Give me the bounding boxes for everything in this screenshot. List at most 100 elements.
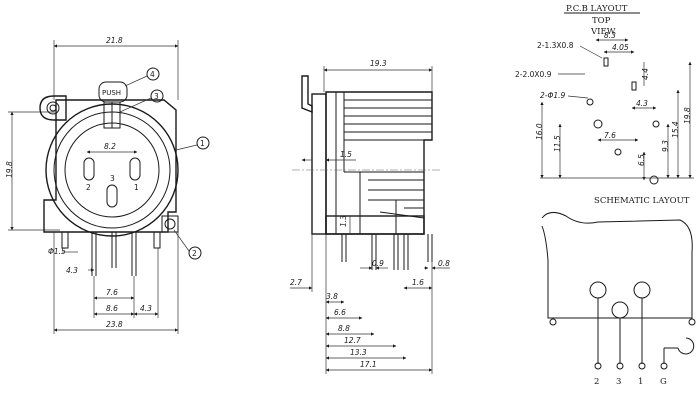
front-height-label: 19.8 <box>5 161 14 178</box>
front-mount-hole-outer <box>46 101 60 115</box>
schematic-layout: SCHEMATIC LAYOUT 2 3 1 G <box>541 196 696 387</box>
schematic-label-g: G <box>660 377 667 387</box>
side-dim-09: 0.9 <box>372 259 384 268</box>
callout-2 <box>188 246 202 260</box>
pcb-hole-5 <box>649 175 659 185</box>
pcb-hole-1 <box>586 98 594 106</box>
front-housing-outline <box>43 99 177 233</box>
side-body <box>325 91 433 235</box>
pcb-dim-44-label: 4.4 <box>641 68 650 80</box>
pcb-dim-76-label: 7.6 <box>604 131 616 140</box>
callout-2-label: 2 <box>192 249 197 258</box>
side-dim-38: 3.8 <box>326 292 338 301</box>
pcb-dim-43-label: 4.3 <box>636 99 648 108</box>
front-middle-ring <box>53 111 171 229</box>
callout-1-leader <box>175 144 198 151</box>
pcb-note-3-leader <box>567 95 589 99</box>
pcb-hole-3 <box>614 148 622 156</box>
callout-1 <box>196 136 210 150</box>
pcb-note-1-leader <box>579 45 603 59</box>
pin-label-3: 3 <box>110 174 115 183</box>
callout-4 <box>146 67 160 81</box>
callout-3-label: 3 <box>154 92 159 101</box>
callout-2-leader <box>173 229 190 252</box>
pcb-hole-note-3: 2-Φ1.9 <box>540 91 566 100</box>
pcb-dim-115-label: 11.5 <box>553 135 562 152</box>
side-base <box>325 215 425 235</box>
contact-slot-1 <box>129 157 141 181</box>
side-dim-15: 1.5 <box>340 150 352 159</box>
ground-tab-hole <box>164 218 176 230</box>
callout-4-label: 4 <box>150 70 155 79</box>
side-width-label: 19.3 <box>370 59 387 68</box>
schematic-pin-1-pad <box>633 281 651 299</box>
schematic-term-1 <box>638 362 646 370</box>
schematic-outline <box>541 212 693 319</box>
pin-label-2: 2 <box>86 183 91 192</box>
dim-label-76: 7.6 <box>106 288 118 297</box>
pcb-subtitle-view: VIEW <box>590 27 616 37</box>
side-dim-127: 12.7 <box>344 336 361 345</box>
front-mount-ear <box>39 95 67 121</box>
side-dim-66: 6.6 <box>334 308 346 317</box>
schematic-pin-2-pad <box>589 281 607 299</box>
front-mount-hole-inner <box>49 104 57 112</box>
front-view: 21.8 19.8 PUSH 8.2 2 3 1 <box>5 36 210 334</box>
pcb-title: P.C.B LAYOUT <box>566 4 628 14</box>
schematic-mount-dot-l <box>549 318 557 326</box>
side-internal-lines <box>344 171 425 234</box>
schematic-label-1: 1 <box>638 377 643 387</box>
pcb-dim-83-label: 8.3 <box>604 31 616 40</box>
schematic-title: SCHEMATIC LAYOUT <box>594 196 690 206</box>
dim-label-43-a: 4.3 <box>66 266 78 275</box>
side-view: 19.3 1.5 1.3 <box>290 59 450 374</box>
schematic-term-g <box>660 362 668 370</box>
pcb-slot-2 <box>631 81 637 91</box>
schematic-term-3 <box>616 362 624 370</box>
schematic-label-3: 3 <box>616 377 621 387</box>
pcb-layout: P.C.B LAYOUT TOP VIEW 2-1.3X0.8 2-2.0X0.… <box>515 4 694 185</box>
pin-spacing-label: 8.2 <box>104 142 116 151</box>
pcb-dim-93-label: 9.3 <box>661 140 670 152</box>
pcb-slot-1 <box>603 57 609 67</box>
hole-dia-label: Φ1.5 <box>48 247 66 256</box>
callout-3-leader <box>119 97 152 113</box>
push-label: PUSH <box>102 89 121 97</box>
dim-label-43-b: 4.3 <box>140 304 152 313</box>
callout-1-label: 1 <box>200 139 205 148</box>
side-dim-08: 0.8 <box>438 259 450 268</box>
dim-label-238: 23.8 <box>106 320 123 329</box>
callout-4-leader <box>124 75 148 87</box>
front-inner-ring <box>64 122 160 218</box>
side-dim-16: 1.6 <box>412 278 424 287</box>
schematic-label-2: 2 <box>594 377 599 387</box>
pcb-dim-65-label: 6.5 <box>637 154 646 166</box>
pcb-dim-160-label: 16.0 <box>535 123 544 140</box>
front-leg-left <box>61 231 69 249</box>
ground-tab <box>161 215 179 233</box>
pcb-hole-note-2: 2-2.0X0.9 <box>515 70 552 79</box>
schematic-mount-dot-r <box>688 318 696 326</box>
side-flange <box>311 93 327 235</box>
side-dim-133: 13.3 <box>350 348 367 357</box>
pcb-subtitle-top: TOP <box>592 16 611 26</box>
pin-label-1: 1 <box>134 183 139 192</box>
side-dim-27: 2.7 <box>290 278 302 287</box>
pcb-hole-note-1: 2-1.3X0.8 <box>537 41 574 50</box>
pcb-hole-4 <box>593 119 603 129</box>
pcb-dim-154-label: 15.4 <box>671 121 680 138</box>
contact-slot-3 <box>106 184 118 208</box>
front-leg-right <box>153 231 161 249</box>
callout-3 <box>150 89 164 103</box>
schematic-term-2 <box>594 362 602 370</box>
schematic-ground-pad <box>677 337 695 355</box>
side-dim-171: 17.1 <box>360 360 377 369</box>
schematic-pin-3-pad <box>611 301 629 319</box>
side-latch <box>301 75 313 114</box>
side-dim-88: 8.8 <box>338 324 350 333</box>
pcb-hole-2 <box>652 120 660 128</box>
dim-label-86: 8.6 <box>106 304 118 313</box>
pcb-dim-198-label: 19.8 <box>683 107 692 124</box>
